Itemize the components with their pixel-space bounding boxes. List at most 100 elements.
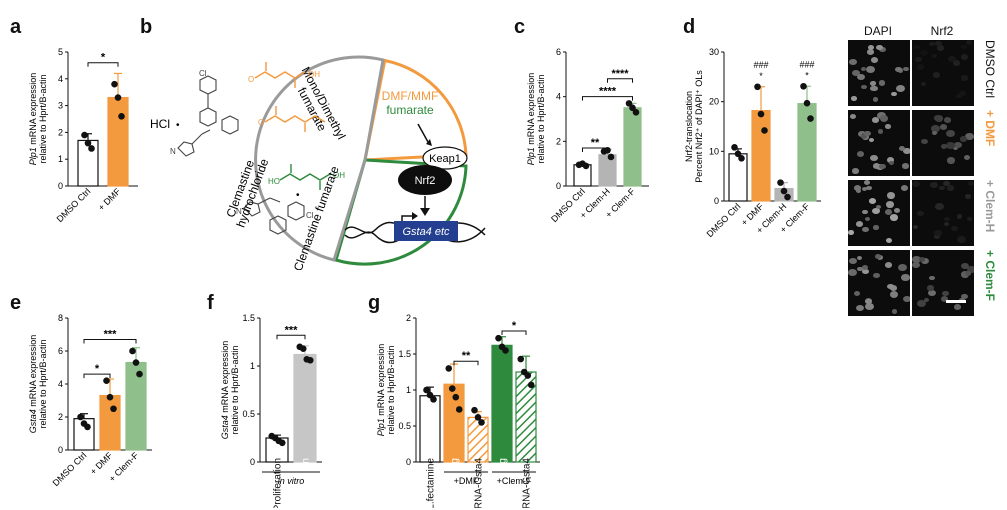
category-label-0: DMSO Ctrl xyxy=(51,450,89,488)
bar-0 xyxy=(77,139,99,187)
atom-n-1: N xyxy=(170,147,176,156)
nucleus xyxy=(870,85,878,92)
nucleus xyxy=(896,84,905,92)
data-point xyxy=(455,406,463,413)
y-axis-label-2: Percent Nrf2⁺ of DAPI⁺ OLs xyxy=(694,70,704,183)
nucleus xyxy=(885,201,895,209)
nucleus xyxy=(929,181,938,189)
y-tick-label: 6 xyxy=(58,346,63,356)
x-axis-label: in vitro xyxy=(278,476,305,486)
nucleus xyxy=(927,285,934,291)
y-tick-label: 8 xyxy=(58,313,63,323)
nucleus xyxy=(890,284,898,291)
sig-label-1: *** xyxy=(104,328,118,340)
panel-letter-g: g xyxy=(368,292,381,314)
nucleus xyxy=(965,132,974,140)
y-tick-label: 1.5 xyxy=(398,349,411,359)
nucleus xyxy=(933,72,940,78)
y-tick-label: 4 xyxy=(556,92,561,102)
y-axis-label: Nrf2-translocation xyxy=(684,91,694,162)
nucleus xyxy=(890,91,897,97)
y-axis-label-2: relative to Hprt/B-actin xyxy=(230,345,240,434)
y-tick-label: 2 xyxy=(58,412,63,422)
sig-bracket-0 xyxy=(83,373,111,379)
nucleus xyxy=(900,185,908,192)
nucleus xyxy=(863,180,871,186)
nucleus xyxy=(914,56,922,63)
top-label-0-1: * xyxy=(759,71,763,81)
atom-o-2: O xyxy=(258,118,264,127)
fumarate-molecule-2 xyxy=(264,106,326,132)
nucleus xyxy=(872,207,880,214)
data-point xyxy=(495,334,502,342)
nucleus xyxy=(861,268,869,274)
data-point xyxy=(114,94,122,101)
col-label-nrf2: Nrf2 xyxy=(930,24,954,38)
bar-1 xyxy=(107,96,129,187)
data-point xyxy=(81,131,88,139)
top-label-1-1: * xyxy=(805,70,809,80)
nucleus xyxy=(954,304,962,311)
row-label-0: DMSO Ctrl xyxy=(983,40,997,98)
nucleus xyxy=(947,185,954,191)
panel-letter-d: d xyxy=(683,16,696,38)
arrowhead-1 xyxy=(426,139,432,146)
data-point xyxy=(84,139,92,147)
category-label-0: Proliferation xyxy=(273,458,284,508)
y-axis-label: Gsta4 mRNA expression xyxy=(28,335,38,434)
data-point xyxy=(777,179,784,186)
nucleus xyxy=(943,216,950,222)
arrow-1 xyxy=(417,123,429,143)
clemastine-hcl-molecule xyxy=(177,75,239,157)
nrf2-label: Nrf2 xyxy=(415,175,436,187)
nucleus xyxy=(852,168,859,174)
nucleus xyxy=(877,128,884,134)
bar-1 xyxy=(99,394,121,451)
nucleus xyxy=(885,237,893,244)
atom-ho: HO xyxy=(268,177,280,186)
data-point xyxy=(625,100,633,107)
category-label-1: siRNA-Neg xyxy=(450,458,461,508)
data-point xyxy=(803,99,811,107)
nucleus xyxy=(943,222,949,227)
nucleus xyxy=(931,53,938,59)
nucleus xyxy=(866,186,872,191)
nucleus xyxy=(861,84,868,90)
data-point xyxy=(629,104,636,112)
nucleus xyxy=(903,295,910,303)
nucleus xyxy=(862,226,869,233)
nucleus xyxy=(892,309,898,314)
y-tick-label: 4 xyxy=(58,74,63,84)
nucleus xyxy=(947,56,956,63)
panel-letter-b: b xyxy=(140,16,153,38)
nucleus xyxy=(860,67,867,72)
data-point xyxy=(430,396,437,403)
nucleus xyxy=(856,220,864,227)
data-point xyxy=(110,405,117,413)
nucleus xyxy=(872,272,880,279)
sig-bracket-0 xyxy=(87,62,119,67)
nucleus xyxy=(929,41,935,47)
hcl-dot: • xyxy=(176,120,180,131)
nucleus xyxy=(939,123,948,131)
scale-bar xyxy=(946,300,966,303)
nucleus xyxy=(868,197,877,204)
nucleus xyxy=(888,161,895,166)
nucleus xyxy=(917,211,924,217)
data-point xyxy=(118,113,125,120)
nucleus xyxy=(862,264,869,270)
nucleus xyxy=(934,230,942,237)
atom-n-2: N xyxy=(236,207,242,216)
nucleus xyxy=(884,261,893,268)
nucleus xyxy=(878,164,886,170)
data-point xyxy=(84,423,91,431)
nucleus xyxy=(960,136,968,142)
data-point xyxy=(607,153,615,161)
sig-bracket-0 xyxy=(453,360,479,366)
data-point xyxy=(103,377,110,384)
y-axis-label-2: relative to Hprt/B-actin xyxy=(38,339,48,428)
nucleus xyxy=(918,257,926,262)
